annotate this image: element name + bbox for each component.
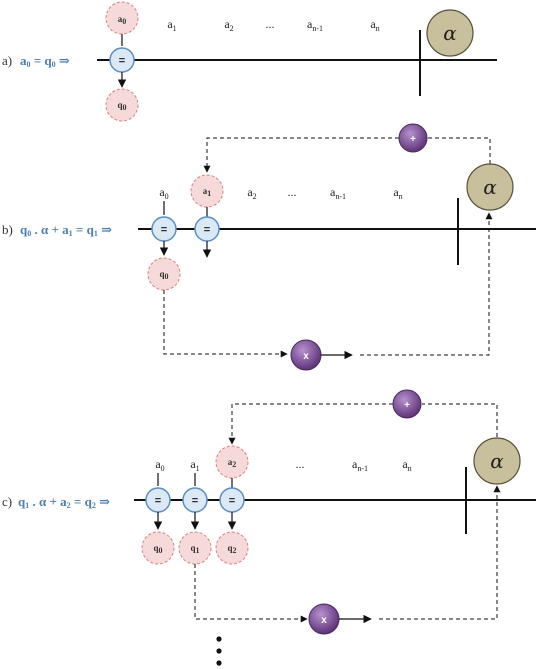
svg-text:α: α — [490, 449, 504, 473]
svg-text:=: = — [161, 224, 167, 236]
svg-text:=: = — [192, 495, 198, 507]
section-c-output-q2 — [215, 531, 249, 565]
section-b: b) q0 . α + a1 = q1 ⇒ + a0 a1 = = q0 x — [2, 123, 536, 371]
section-a-coef-n: an — [370, 17, 379, 33]
section-c-input-a2-label: a2 — [228, 457, 237, 469]
svg-text:=: = — [155, 495, 161, 507]
section-a-output-q0 — [105, 88, 139, 122]
svg-text:x: x — [321, 615, 327, 626]
section-c-coef-1: a1 — [190, 457, 199, 473]
section-a-output-q0-label: q0 — [117, 100, 126, 112]
svg-text:α: α — [443, 21, 457, 45]
section-c-output-q1-label: q1 — [190, 543, 199, 555]
section-c-coef-n-1: an-1 — [352, 457, 368, 473]
section-b-output-q0-label: q0 — [159, 269, 168, 281]
section-b-output-q0 — [147, 257, 181, 291]
section-a-coef-2: a2 — [224, 17, 233, 33]
section-b-coef-n-1: an-1 — [330, 185, 346, 201]
section-a-ellipsis: ... — [266, 17, 275, 31]
section-b-label: b) — [2, 222, 13, 237]
continuation-dots — [216, 636, 222, 666]
section-c-output-q0 — [141, 531, 175, 565]
section-b-input-a1-label: a1 — [203, 186, 212, 198]
section-a-equation: a0 = q0 ⇒ — [20, 53, 70, 69]
svg-text:+: + — [410, 134, 416, 145]
section-c-output-q0-label: q0 — [153, 543, 162, 555]
section-a-input-a0 — [105, 1, 139, 35]
section-b-input-a1 — [190, 174, 224, 208]
svg-text:+: + — [404, 400, 410, 411]
section-a: a) a0 = q0 ⇒ a0 = q0 a1 a2 ... an-1 an α — [2, 1, 497, 122]
section-c-label: c) — [2, 494, 12, 509]
section-b-coef-n: an — [393, 185, 402, 201]
svg-text:=: = — [119, 55, 125, 67]
section-c-equation: q1 . α + a2 = q2 ⇒ — [18, 494, 110, 510]
section-b-ellipsis: ... — [288, 185, 297, 199]
section-a-alpha-node — [426, 9, 474, 57]
section-a-coef-1: a1 — [167, 17, 176, 33]
section-b-coef-2: a2 — [247, 185, 256, 201]
section-b-alpha-node — [466, 163, 514, 211]
svg-text:=: = — [229, 495, 235, 507]
svg-text:=: = — [204, 224, 210, 236]
section-b-equation: q0 . α + a1 = q1 ⇒ — [20, 222, 112, 238]
section-c-output-q1 — [178, 531, 212, 565]
section-c-coef-n: an — [402, 457, 411, 473]
section-c-output-q2-label: q2 — [227, 543, 236, 555]
section-c-input-a2 — [215, 445, 249, 479]
section-c-plus-node — [392, 389, 422, 419]
section-b-plus-node — [398, 123, 428, 153]
section-c: c) q1 . α + a2 = q2 ⇒ + a0 a1 a2 = = = q… — [2, 389, 536, 635]
section-a-input-a0-label: a0 — [118, 14, 127, 26]
section-c-ellipsis: ... — [296, 457, 305, 471]
svg-text:x: x — [303, 351, 309, 362]
section-a-coef-n-1: an-1 — [307, 17, 323, 33]
section-b-coef-0: a0 — [159, 185, 168, 201]
section-c-coef-0: a0 — [155, 457, 164, 473]
section-a-label: a) — [2, 53, 12, 68]
svg-text:α: α — [483, 175, 497, 199]
section-c-alpha-node — [473, 437, 521, 485]
